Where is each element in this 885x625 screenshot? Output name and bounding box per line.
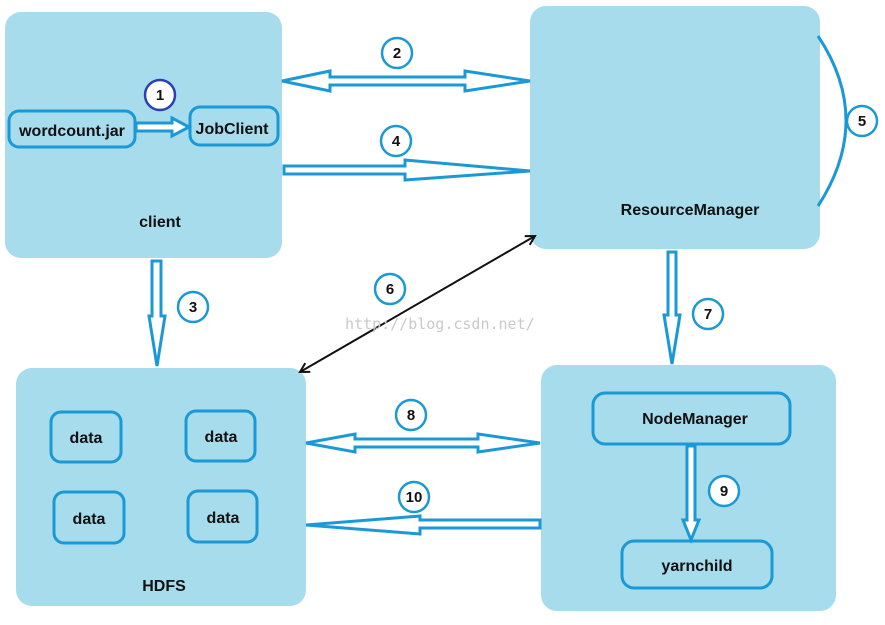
- data-label-3: data: [73, 511, 106, 528]
- client-label: client: [139, 214, 181, 231]
- step3-number: 3: [189, 299, 197, 316]
- step4-arrow: [282, 158, 531, 182]
- watermark: http://blog.csdn.net/: [345, 315, 535, 333]
- resource-manager-self-loop: [816, 35, 848, 207]
- data-label-4: data: [207, 510, 240, 527]
- step6-number: 6: [386, 281, 394, 298]
- step3-circle: [176, 290, 210, 324]
- data-label-2: data: [205, 429, 238, 446]
- step8-arrow: [305, 432, 541, 454]
- step10-arrow: [305, 514, 542, 536]
- step7-circle: [691, 297, 725, 331]
- wordcount-jar-label: wordcount.jar: [18, 123, 125, 140]
- jar-to-jobclient-arrow: [134, 115, 193, 139]
- step4-number: 4: [392, 133, 401, 150]
- step4-circle: [379, 124, 413, 158]
- step9-arrow: [680, 444, 702, 545]
- step5-number: 5: [858, 113, 866, 130]
- yarnchild-label: yarnchild: [661, 558, 732, 575]
- data-block-4: [186, 489, 259, 544]
- step10-number: 10: [406, 489, 423, 506]
- step1-circle: [143, 78, 177, 112]
- step6-circle: [373, 272, 407, 306]
- data-block-2: [184, 409, 257, 463]
- data-block-3: [52, 490, 126, 545]
- step6-arrow: [300, 236, 535, 372]
- hdfs-label: HDFS: [142, 578, 186, 595]
- hdfs-box: [16, 368, 306, 606]
- step7-number: 7: [704, 306, 712, 323]
- client-box: [5, 12, 282, 258]
- nodemanager-pill: [591, 391, 792, 446]
- step7-arrow: [662, 250, 682, 365]
- jobclient-label: JobClient: [196, 121, 270, 138]
- step9-number: 9: [720, 483, 728, 500]
- nodemanager-label: NodeManager: [642, 411, 748, 428]
- step10-circle: [397, 480, 431, 514]
- step2-arrow: [281, 69, 531, 93]
- yarnchild-pill: [620, 539, 774, 590]
- step9-circle: [707, 474, 741, 508]
- step2-number: 2: [393, 45, 401, 62]
- step1-number: 1: [156, 87, 164, 104]
- step5-circle: [845, 104, 879, 138]
- resource-manager-box: [530, 6, 820, 249]
- data-block-1: [49, 410, 123, 464]
- step8-number: 8: [407, 407, 415, 424]
- step8-circle: [394, 398, 428, 432]
- resource-manager-label: ResourceManager: [621, 202, 760, 219]
- step3-arrow: [147, 259, 167, 367]
- step2-circle: [380, 36, 414, 70]
- data-label-1: data: [70, 430, 103, 447]
